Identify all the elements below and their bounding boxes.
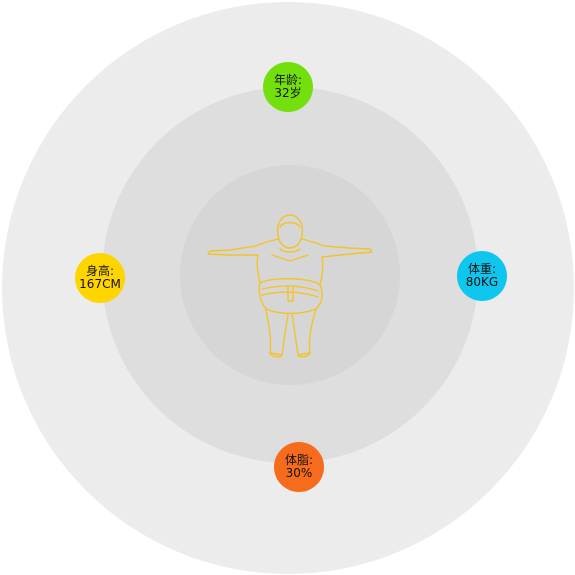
weight-label: 体重: xyxy=(467,262,497,276)
height-value: 167CM xyxy=(79,277,121,291)
age-value: 32岁 xyxy=(274,86,302,100)
age-badge: 年龄: 32岁 xyxy=(263,62,313,112)
weight-badge: 体重: 80KG xyxy=(457,251,507,301)
height-badge: 身高: 167CM xyxy=(75,253,125,303)
inner-ring xyxy=(180,165,400,385)
height-label: 身高: xyxy=(85,264,115,278)
body-outline-icon xyxy=(207,214,373,358)
weight-value: 80KG xyxy=(465,275,499,289)
body-fat-value: 30% xyxy=(285,466,313,480)
body-fat-badge: 体脂: 30% xyxy=(274,442,324,492)
age-label: 年龄: xyxy=(273,73,303,87)
body-fat-label: 体脂: xyxy=(284,453,314,467)
